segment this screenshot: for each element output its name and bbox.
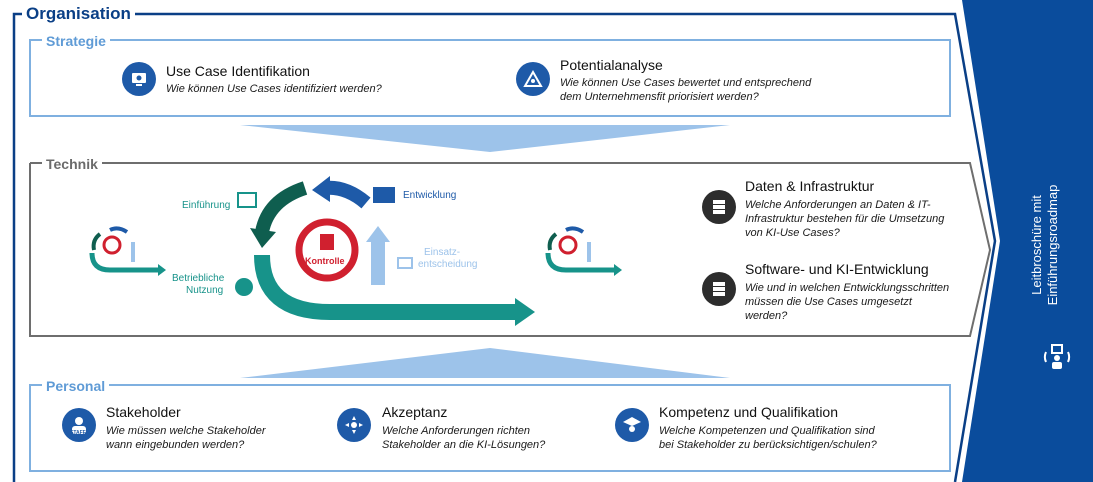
potential-description-1: Wie können Use Cases bewertet und entspr… bbox=[560, 77, 812, 89]
small-cycle-right bbox=[545, 226, 622, 276]
side-panel bbox=[962, 0, 1093, 482]
potential-description-2: dem Unternehmensfit priorisiert werden? bbox=[560, 91, 759, 103]
use-case-title: Use Case Identifikation bbox=[166, 63, 310, 79]
daten-title: Daten & Infrastruktur bbox=[745, 178, 875, 194]
personal-title: Personal bbox=[42, 378, 110, 394]
kompetenz-title: Kompetenz und Qualifikation bbox=[659, 404, 838, 420]
stakeholder-desc-2: wann eingebunden werden? bbox=[106, 439, 245, 451]
use-case-description: Wie können Use Cases identifiziert werde… bbox=[166, 83, 382, 95]
software-desc-1: Wie und in welchen Entwicklungsschritten bbox=[745, 282, 950, 294]
einfuehrung-label: Einführung bbox=[182, 200, 231, 211]
entwicklung-arrow bbox=[324, 180, 371, 209]
kompetenz-desc-2: bei Stakeholder zu berücksichtigen/schul… bbox=[659, 439, 877, 451]
akzeptanz-desc-1: Welche Anforderungen richten bbox=[382, 425, 530, 437]
stakeholder-title: Stakeholder bbox=[106, 404, 181, 420]
einfuehrung-arrow bbox=[255, 181, 308, 234]
software-desc-2: müssen die Use Cases umgesetzt bbox=[745, 296, 912, 308]
betrieb-label-1: Betriebliche bbox=[172, 273, 225, 284]
server-icon bbox=[702, 190, 736, 224]
betrieb-label-2: Nutzung bbox=[186, 285, 224, 296]
akzeptanz-icon bbox=[337, 408, 371, 442]
use-case-icon bbox=[122, 62, 156, 96]
einfuehrung-icon bbox=[237, 192, 257, 208]
organisation-frame bbox=[12, 12, 997, 482]
side-label-line2: Einführungsroadmap bbox=[1045, 184, 1060, 306]
roadmap-icon bbox=[1040, 340, 1074, 374]
technik-title: Technik bbox=[42, 156, 102, 172]
potential-title: Potentialanalyse bbox=[560, 57, 663, 73]
einsatz-label-2: entscheidung bbox=[418, 259, 478, 270]
nutzung-arrow-head bbox=[515, 298, 535, 326]
akzeptanz-desc-2: Stakeholder an die KI-Lösungen? bbox=[382, 439, 546, 451]
akzeptanz-title: Akzeptanz bbox=[382, 404, 448, 420]
software-icon bbox=[702, 272, 736, 306]
einsatz-label-1: Einsatz- bbox=[424, 247, 461, 258]
daten-desc-1: Welche Anforderungen an Daten & IT- bbox=[745, 199, 931, 211]
monitor-icon bbox=[373, 187, 395, 203]
einsatz-arrow-head bbox=[366, 226, 390, 242]
nutzung-arrow bbox=[254, 254, 515, 320]
organisation-title: Organisation bbox=[22, 4, 135, 24]
daten-desc-2: Infrastruktur bestehen für die Umsetzung bbox=[745, 213, 945, 225]
daten-desc-3: von KI-Use Cases? bbox=[745, 227, 840, 239]
software-desc-3: werden? bbox=[745, 310, 788, 322]
personal-to-technik-arrow bbox=[240, 348, 730, 378]
strategie-frame bbox=[29, 39, 951, 117]
strategie-to-technik-arrow bbox=[240, 125, 730, 152]
staff-badge: STAFF bbox=[70, 430, 86, 436]
software-title: Software- und KI-Entwicklung bbox=[745, 261, 929, 277]
kompetenz-desc-1: Welche Kompetenzen und Qualifikation sin… bbox=[659, 425, 875, 437]
side-label-line1: Leitbroschüre mit bbox=[1029, 195, 1044, 295]
strategie-title: Strategie bbox=[42, 33, 110, 49]
entwicklung-label: Entwicklung bbox=[403, 190, 457, 201]
entwicklung-arrow-head bbox=[312, 176, 330, 202]
stakeholder-desc-1: Wie müssen welche Stakeholder bbox=[106, 425, 266, 437]
clipboard-icon bbox=[320, 234, 334, 250]
stakeholder-icon bbox=[62, 408, 96, 442]
signpost-icon bbox=[397, 257, 413, 269]
graduate-icon bbox=[615, 408, 649, 442]
potential-icon bbox=[516, 62, 550, 96]
small-cycle-left bbox=[89, 226, 166, 276]
personal-frame bbox=[29, 384, 951, 472]
head-icon bbox=[235, 278, 253, 296]
einfuehrung-arrow-head bbox=[250, 228, 276, 248]
technik-frame bbox=[29, 162, 992, 337]
kontrolle-label: Kontrolle bbox=[305, 256, 345, 266]
